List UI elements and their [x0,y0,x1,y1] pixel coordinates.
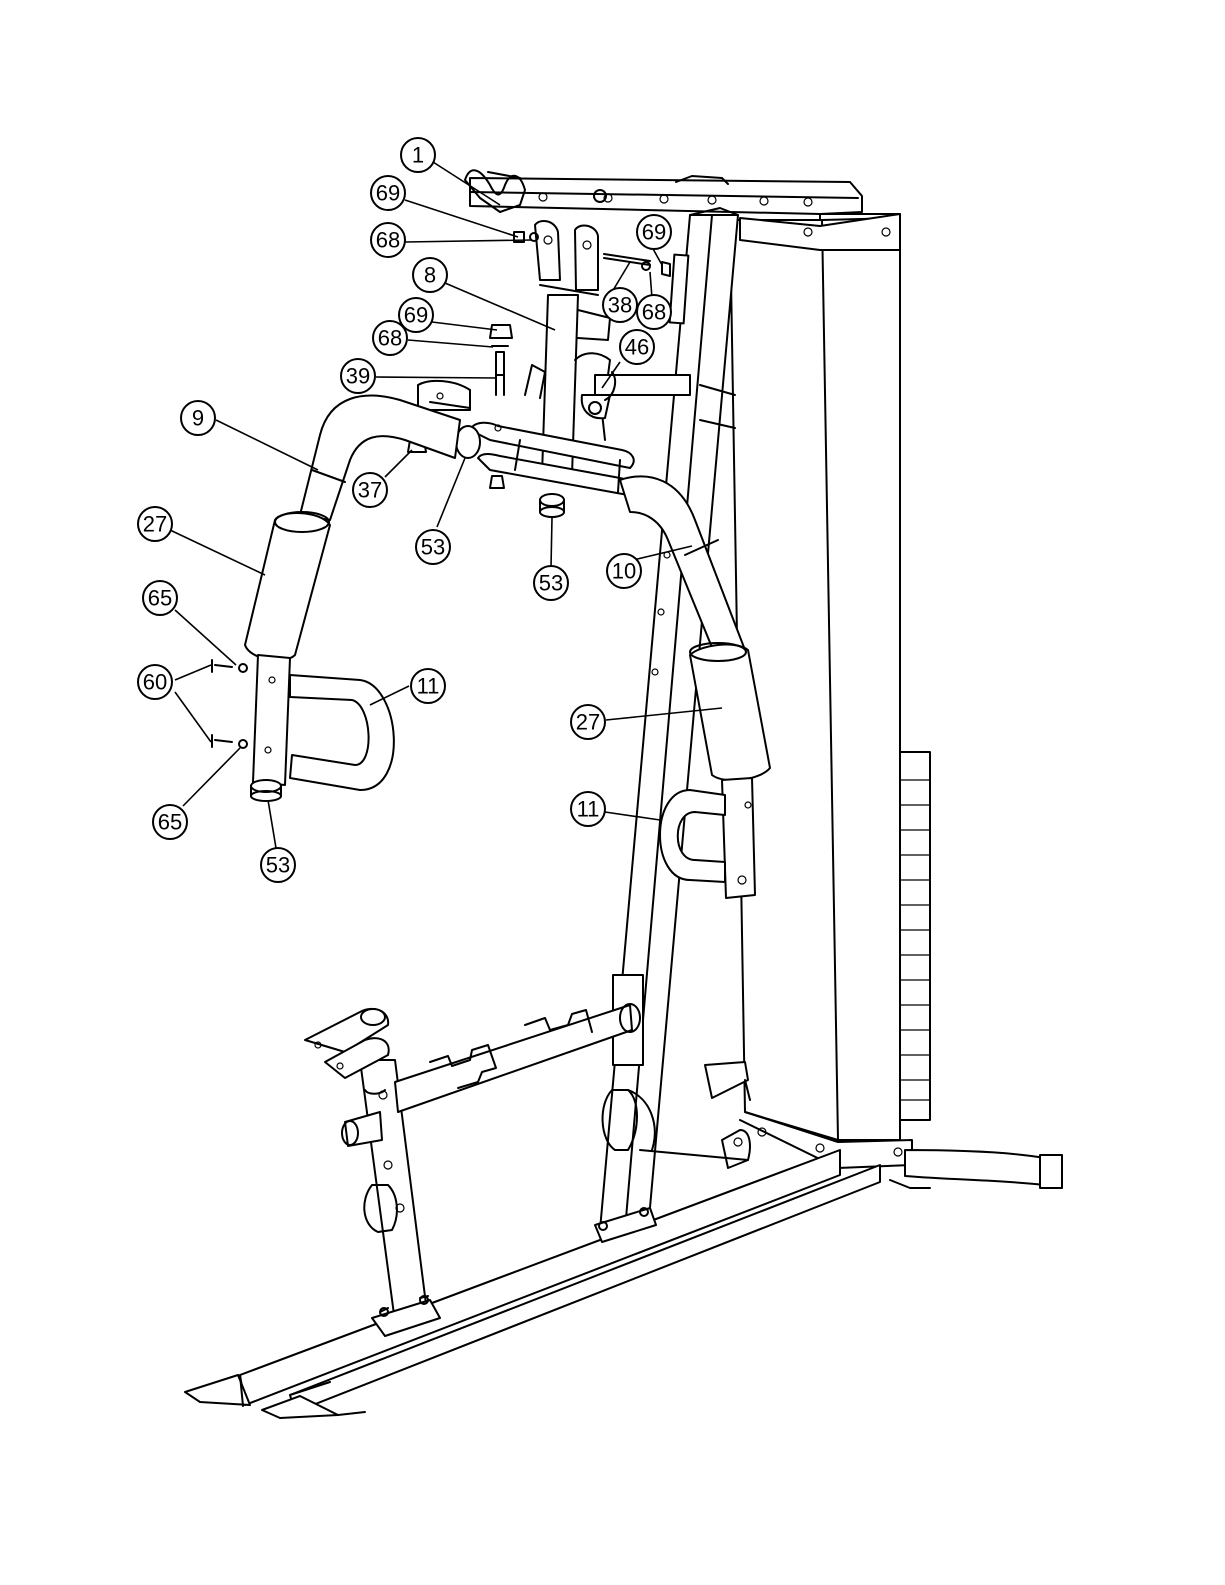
callout-11: 11 [571,792,605,826]
callout-label: 11 [577,797,600,822]
callout-label: 1 [412,143,424,168]
callout-1: 1 [401,138,435,172]
callout-label: 60 [143,670,167,695]
callout-69: 69 [637,215,671,249]
callout-label: 53 [539,571,563,596]
callout-69: 69 [371,176,405,210]
callout-label: 69 [642,220,666,245]
callout-8: 8 [413,258,447,292]
callout-label: 53 [266,853,290,878]
callout-27: 27 [138,507,172,541]
callout-68: 68 [373,321,407,355]
callout-39: 39 [341,359,375,393]
callout-65: 65 [143,581,177,615]
callout-27: 27 [571,705,605,739]
callout-label: 69 [404,303,428,328]
callout-label: 8 [424,263,436,288]
callout-65: 65 [153,805,187,839]
callout-10: 10 [607,554,641,588]
callout-label: 46 [625,335,649,360]
callout-11: 11 [411,669,445,703]
callout-60: 60 [138,665,172,699]
callout-label: 37 [358,478,382,503]
callout-label: 10 [612,559,636,584]
callout-label: 38 [608,293,632,318]
callout-38: 38 [603,288,637,322]
callout-label: 69 [376,181,400,206]
callout-46: 46 [620,330,654,364]
callout-53: 53 [416,530,450,564]
callout-label: 65 [158,810,182,835]
callout-9: 9 [181,401,215,435]
callout-label: 68 [376,228,400,253]
callout-53: 53 [261,848,295,882]
callout-label: 9 [192,406,204,431]
callout-label: 65 [148,586,172,611]
callout-label: 39 [346,364,370,389]
callout-68: 68 [637,295,671,329]
callout-53: 53 [534,566,568,600]
callout-label: 27 [143,512,167,537]
callout-68: 68 [371,223,405,257]
callout-label: 68 [378,326,402,351]
callout-label: 68 [642,300,666,325]
callout-label: 53 [421,535,445,560]
callout-37: 37 [353,473,387,507]
callout-label: 11 [417,674,440,699]
callout-label: 27 [576,710,600,735]
